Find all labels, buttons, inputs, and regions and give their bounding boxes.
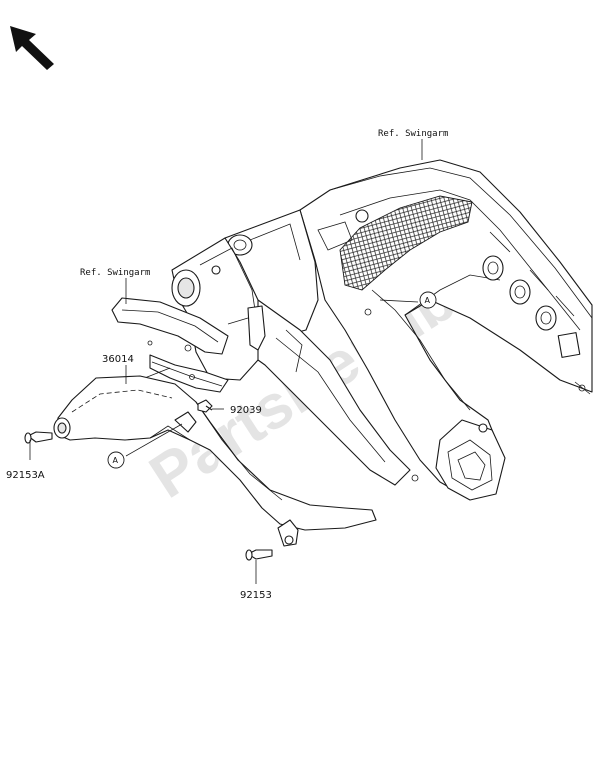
ref-swingarm-label-top: Ref. Swingarm (378, 129, 448, 139)
bolt-92153 (245, 549, 273, 561)
arrow-up-left-icon (10, 26, 54, 70)
svg-text:A: A (425, 296, 431, 305)
upper-guard-piece (111, 297, 266, 355)
bolt-92039 (197, 399, 213, 413)
callout-a-left: A (107, 451, 125, 469)
bolt-92153A (24, 431, 53, 444)
part-number-92153: 92153 (240, 590, 272, 601)
callout-a-right: A (419, 291, 437, 309)
svg-text:A: A (113, 456, 119, 465)
leader-lines (29, 139, 423, 584)
chain-guard-36014 (53, 375, 377, 547)
part-number-36014: 36014 (102, 354, 134, 365)
part-number-92039: 92039 (230, 405, 262, 416)
ref-swingarm-label-left: Ref. Swingarm (80, 268, 150, 278)
part-number-92153A: 92153A (6, 470, 45, 481)
